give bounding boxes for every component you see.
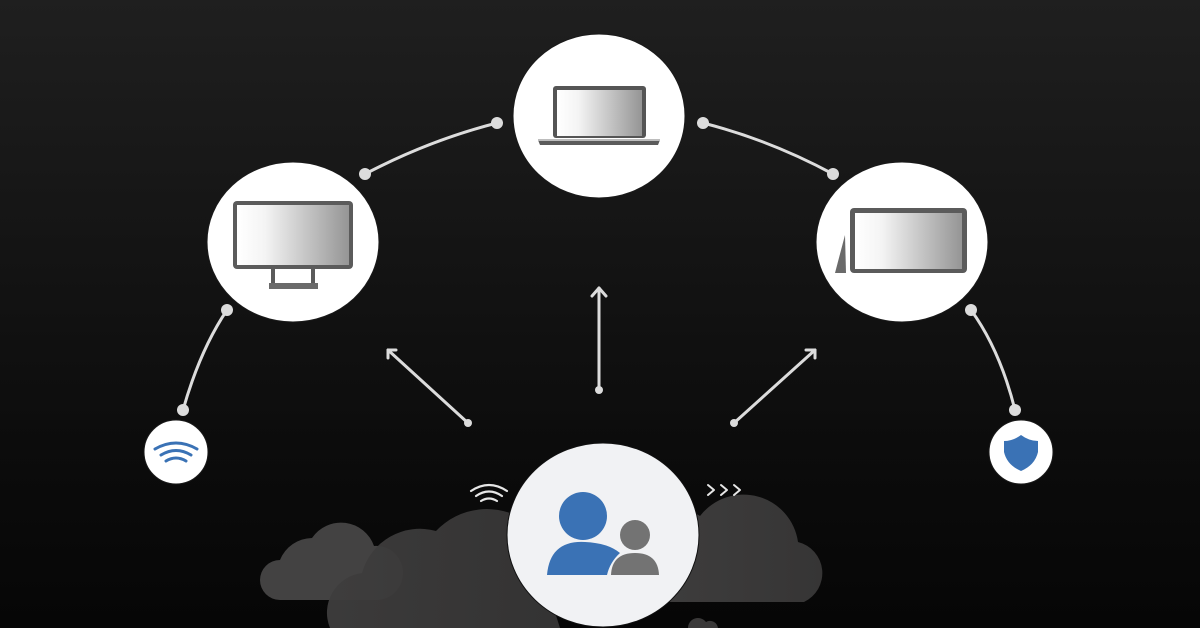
- monitor-node[interactable]: [206, 161, 380, 323]
- primary-user-head: [559, 492, 607, 540]
- arrow-origin-dot: [730, 419, 738, 427]
- shield-icon: [1004, 435, 1038, 471]
- monitor-icon: [233, 201, 353, 289]
- connector-monitor-laptop: [363, 121, 499, 176]
- connector-dot: [965, 304, 977, 316]
- secondary-user-body: [611, 553, 659, 575]
- chevrons-right-icon: [707, 484, 741, 496]
- shield-node[interactable]: [988, 419, 1054, 485]
- primary-user-body: [547, 541, 620, 575]
- connector-dot: [697, 117, 709, 129]
- connectors: [181, 121, 1017, 412]
- wifi-signal-icon: [469, 483, 509, 503]
- connector-laptop-tablet: [701, 121, 835, 176]
- connector-dot: [359, 168, 371, 180]
- arrow-origin-dot: [595, 386, 603, 394]
- connector-dot: [1009, 404, 1021, 416]
- connector-endpoints: [177, 117, 1021, 416]
- wifi-node[interactable]: [143, 419, 209, 485]
- secondary-user-head: [620, 520, 650, 550]
- connector-dot: [177, 404, 189, 416]
- connector-dot: [491, 117, 503, 129]
- cloud-icon: [688, 618, 718, 628]
- arrow-origin-dot: [464, 419, 472, 427]
- connector-dot: [827, 168, 839, 180]
- laptop-node[interactable]: [512, 33, 686, 199]
- arrow-up-icon: [590, 286, 608, 392]
- connector-shield-tablet: [969, 308, 1017, 412]
- arrow-up-right-icon: [732, 348, 817, 425]
- users-hub-node[interactable]: [506, 442, 700, 628]
- tablet-icon: [835, 208, 967, 273]
- connector-dot: [221, 304, 233, 316]
- tablet-node[interactable]: [815, 161, 989, 323]
- cloud-icon: [326, 509, 560, 628]
- wifi-icon: [153, 441, 199, 463]
- user-group-icon: [547, 492, 659, 575]
- arrow-up-left-icon: [386, 348, 470, 425]
- laptop-icon: [538, 86, 660, 145]
- connector-wifi-monitor: [181, 308, 229, 412]
- arrows: [386, 286, 817, 425]
